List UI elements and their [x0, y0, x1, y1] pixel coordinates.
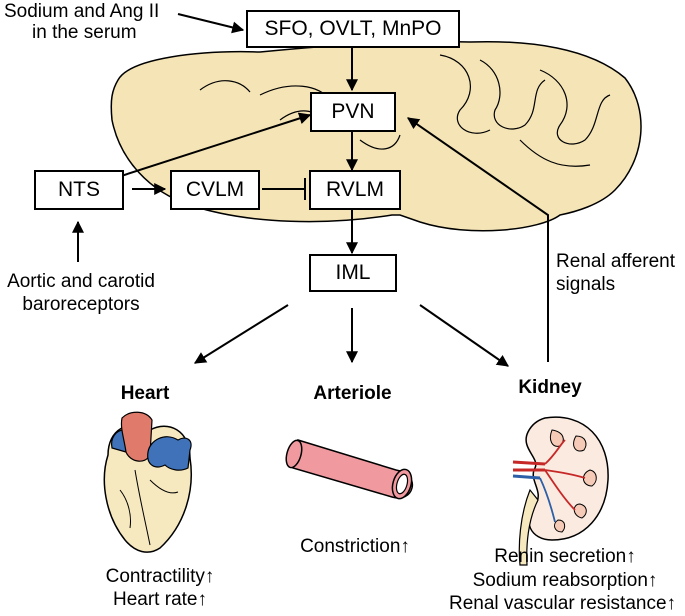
node-rvlm: RVLM	[309, 170, 401, 210]
arrow-iml-to-heart	[193, 304, 289, 364]
arrow-nts-to-pvn	[117, 112, 312, 178]
heart-effect-heart-rate: Heart rate↑	[113, 589, 207, 610]
node-nts: NTS	[34, 170, 124, 210]
baroreceptor-label-line1: Aortic and carotid	[7, 271, 155, 292]
arrow-kidney-to-pvn	[407, 117, 549, 362]
kidney-illustration	[512, 416, 609, 566]
heart-effect-contractility: Contractility↑	[105, 566, 215, 587]
arteriole-illustration	[285, 439, 414, 500]
renal-afferent-label-line2: signals	[556, 274, 616, 295]
connections	[72, 13, 549, 367]
arrow-iml-to-kidney	[419, 304, 509, 367]
kidney-effect-sodium: Sodium reabsorption↑	[472, 570, 658, 591]
node-iml: IML	[309, 254, 397, 292]
heart-illustration	[103, 411, 192, 553]
arteriole-title: Arteriole	[313, 383, 392, 404]
node-sfo-ovlt-mnpo: SFO, OVLT, MnPO	[246, 10, 460, 48]
sodium-label-line1: Sodium and Ang II	[4, 1, 160, 22]
arrow-sodium-to-sfo	[177, 13, 245, 34]
node-cvlm: CVLM	[170, 170, 260, 210]
node-pvn: PVN	[310, 92, 396, 132]
kidney-effect-resistance: Renal vascular resistance↑	[448, 593, 677, 614]
renal-afferent-label-line1: Renal afferent	[556, 251, 676, 272]
sodium-label-line2: in the serum	[32, 22, 137, 43]
arteriole-effect-constriction: Constriction↑	[300, 536, 410, 557]
kidney-effect-renin: Renin secretion↑	[494, 546, 636, 567]
baroreceptor-label-line2: baroreceptors	[22, 294, 140, 315]
heart-title: Heart	[120, 383, 170, 404]
kidney-title: Kidney	[518, 377, 582, 398]
